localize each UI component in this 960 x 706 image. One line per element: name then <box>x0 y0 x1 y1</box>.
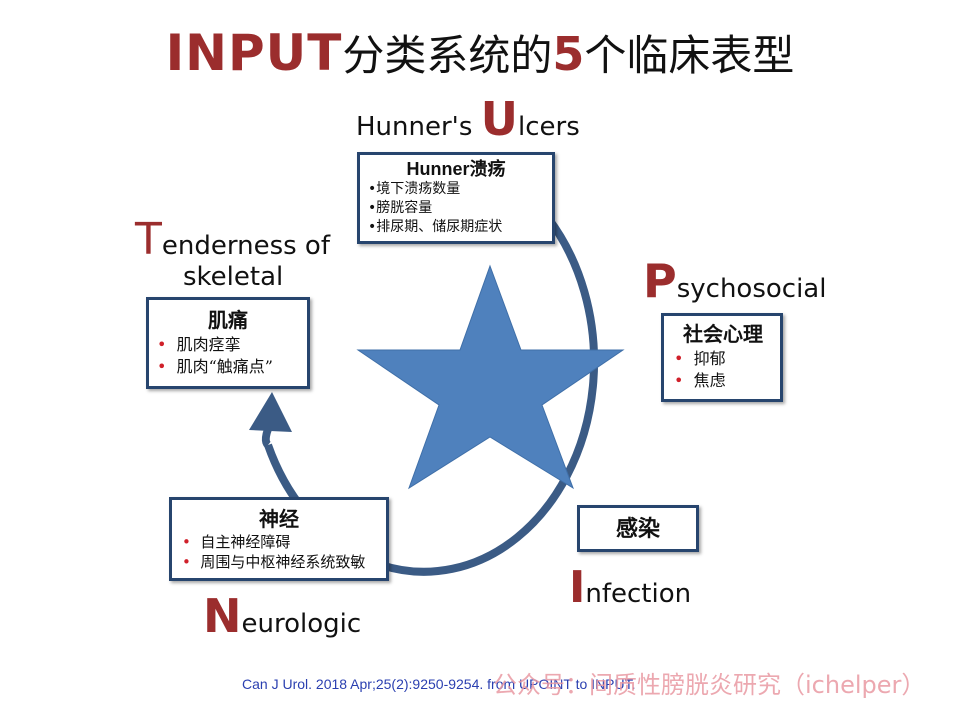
neurologic-rest: eurologic <box>241 609 362 639</box>
neurologic-box: 神经 • 自主神经障碍 • 周围与中枢神经系统致敏 <box>169 497 389 581</box>
infection-box-title: 感染 <box>615 516 660 542</box>
infection-heading: Infection <box>569 566 691 610</box>
psychosocial-box-title: 社会心理 <box>683 322 763 346</box>
tenderness-letter: T <box>135 214 162 265</box>
ulcers-box-title: Hunner溃疡 <box>406 159 506 179</box>
psychosocial-item: • 抑郁 <box>674 348 772 370</box>
psychosocial-box: 社会心理 • 抑郁 • 焦虑 <box>661 313 783 402</box>
bullet-icon: • <box>157 335 167 354</box>
psychosocial-item-text: 焦虑 <box>693 371 726 390</box>
bullet-icon: • <box>182 553 191 571</box>
psychosocial-heading: Psychosocial <box>643 258 826 304</box>
citation: Can J Urol. 2018 Apr;25(2):9250-9254. fr… <box>242 676 636 692</box>
tenderness-rest: enderness of <box>161 231 330 261</box>
tenderness-box: 肌痛 • 肌肉痉挛 • 肌肉“触痛点” <box>146 297 310 389</box>
neurologic-box-title: 神经 <box>259 507 299 531</box>
ulcers-box: Hunner溃疡 •境下溃疡数量 •膀胱容量 •排尿期、储尿期症状 <box>357 152 555 244</box>
bullet-icon: • <box>674 349 684 368</box>
bullet-icon: • <box>157 357 167 376</box>
neurologic-item-text: 自主神经障碍 <box>200 533 291 551</box>
cycle-arrowhead <box>249 392 292 432</box>
tenderness-item-text: 肌肉痉挛 <box>176 335 241 354</box>
psychosocial-item-text: 抑郁 <box>693 349 726 368</box>
tenderness-box-title: 肌痛 <box>208 308 248 332</box>
ulcers-item: •膀胱容量 <box>368 200 433 216</box>
page-title: INPUT分类系统的5个临床表型 <box>0 22 960 83</box>
ulcers-item: •境下溃疡数量 <box>368 181 461 197</box>
bullet-icon: • <box>182 533 191 551</box>
neurologic-letter: N <box>203 589 242 643</box>
tenderness-item: • 肌肉痉挛 <box>157 334 299 356</box>
neurologic-item-text: 周围与中枢神经系统致敏 <box>200 553 366 571</box>
tenderness-line2: skeletal <box>183 262 284 292</box>
neurologic-heading: Neurologic <box>203 593 361 639</box>
psychosocial-rest: sychosocial <box>676 274 827 304</box>
ulcers-heading: Hunner's Ulcers <box>356 96 580 142</box>
psychosocial-letter: P <box>643 254 677 308</box>
neurologic-item: • 周围与中枢神经系统致敏 <box>182 552 378 572</box>
infection-rest: nfection <box>585 579 692 609</box>
title-number: 5 <box>552 27 585 81</box>
title-part1: 分类系统的 <box>342 31 553 80</box>
infection-letter: I <box>569 562 586 613</box>
infection-box: 感染 <box>577 505 699 552</box>
neurologic-item: • 自主神经障碍 <box>182 532 378 552</box>
psychosocial-item: • 焦虑 <box>674 370 772 392</box>
ulcers-rest: lcers <box>518 112 580 142</box>
tenderness-heading: Tenderness of skeletal <box>135 218 330 293</box>
ulcers-letter: U <box>480 92 518 146</box>
center-star-icon <box>356 264 625 490</box>
watermark: 公众号：间质性膀胱炎研究（ichelper） <box>493 671 926 699</box>
title-part2: 个临床表型 <box>584 31 795 80</box>
title-acronym: INPUT <box>165 24 343 82</box>
tenderness-item: • 肌肉“触痛点” <box>157 356 299 378</box>
bullet-icon: • <box>674 371 684 390</box>
tenderness-item-text: 肌肉“触痛点” <box>176 357 273 376</box>
ulcers-item: •排尿期、储尿期症状 <box>368 219 503 235</box>
ulcers-prefix: Hunner's <box>356 112 481 142</box>
